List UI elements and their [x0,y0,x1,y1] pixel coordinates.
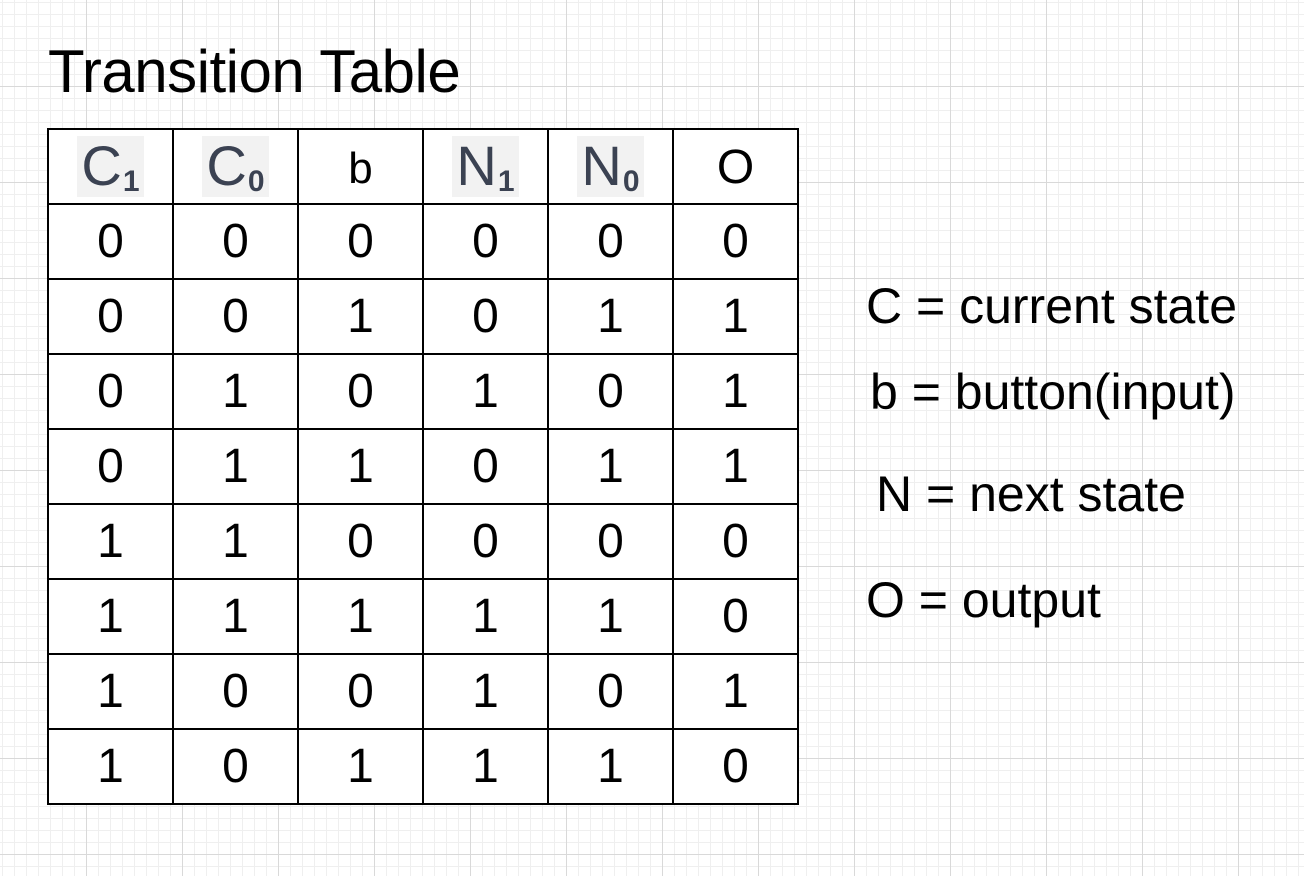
table-cell: 1 [422,578,549,655]
header-label: b [348,143,373,193]
table-cell: 1 [672,278,799,355]
table-cell: 0 [47,428,174,505]
legend-current-state: C = current state [866,278,1237,334]
header-label: O [716,140,755,194]
header-cell-n1: N1 [422,128,549,205]
table-cell: 0 [172,203,299,280]
table-cell: 0 [172,653,299,730]
transition-table: C1 C0 b N1 N0 O 0 0 0 0 0 0 [47,128,799,805]
table-cell: 0 [422,203,549,280]
table-cell: 0 [672,728,799,805]
header-subscript: 1 [122,165,140,198]
table-cell: 1 [47,578,174,655]
table-cell: 0 [47,353,174,430]
table-cell: 0 [297,503,424,580]
table-cell: 0 [422,503,549,580]
table-cell: 1 [422,728,549,805]
table-cell: 0 [47,278,174,355]
table-cell: 1 [47,503,174,580]
table-row: 0 1 1 0 1 1 [47,428,799,505]
table-row: 1 0 0 1 0 1 [47,653,799,730]
header-label: N [581,134,622,197]
table-cell: 0 [547,503,674,580]
table-body: 0 0 0 0 0 0 0 0 1 0 1 1 0 1 0 1 0 1 0 1 … [47,203,799,805]
header-cell-b: b [297,128,424,205]
table-cell: 0 [172,728,299,805]
table-row: 1 1 1 1 1 0 [47,578,799,655]
table-row: 0 1 0 1 0 1 [47,353,799,430]
header-label: N [456,134,497,197]
table-cell: 0 [672,503,799,580]
table-cell: 0 [672,203,799,280]
table-cell: 1 [47,653,174,730]
table-cell: 1 [422,353,549,430]
table-cell: 1 [547,578,674,655]
header-subscript: 0 [247,165,265,198]
table-cell: 1 [672,653,799,730]
table-cell: 0 [547,203,674,280]
table-cell: 1 [172,428,299,505]
table-cell: 1 [547,428,674,505]
header-label: C [206,134,247,197]
table-cell: 1 [297,428,424,505]
table-cell: 1 [672,353,799,430]
table-cell: 0 [672,578,799,655]
table-cell: 1 [297,278,424,355]
legend-output: O = output [866,572,1101,628]
legend-next-state: N = next state [876,466,1186,522]
table-cell: 1 [547,728,674,805]
table-cell: 1 [172,353,299,430]
table-cell: 0 [547,353,674,430]
table-cell: 1 [297,578,424,655]
table-cell: 0 [47,203,174,280]
header-subscript: 1 [497,165,515,198]
table-cell: 1 [422,653,549,730]
table-row: 0 0 1 0 1 1 [47,278,799,355]
table-cell: 0 [297,653,424,730]
legend-button-input: b = button(input) [870,364,1236,420]
table-cell: 1 [297,728,424,805]
header-cell-o: O [672,128,799,205]
table-cell: 1 [672,428,799,505]
table-row: 1 0 1 1 1 0 [47,728,799,805]
header-cell-c0: C0 [172,128,299,205]
table-row: 1 1 0 0 0 0 [47,503,799,580]
page-title: Transition Table [48,38,461,105]
header-cell-n0: N0 [547,128,674,205]
table-cell: 0 [297,203,424,280]
table-cell: 1 [172,578,299,655]
header-row: C1 C0 b N1 N0 O [47,128,799,205]
table-cell: 0 [297,353,424,430]
table-cell: 0 [172,278,299,355]
header-label: C [81,134,122,197]
table-cell: 1 [47,728,174,805]
header-subscript: 0 [622,165,640,198]
table-row: 0 0 0 0 0 0 [47,203,799,280]
table-cell: 1 [547,278,674,355]
table-cell: 0 [422,278,549,355]
table-cell: 0 [547,653,674,730]
header-cell-c1: C1 [47,128,174,205]
table-cell: 1 [172,503,299,580]
table-cell: 0 [422,428,549,505]
